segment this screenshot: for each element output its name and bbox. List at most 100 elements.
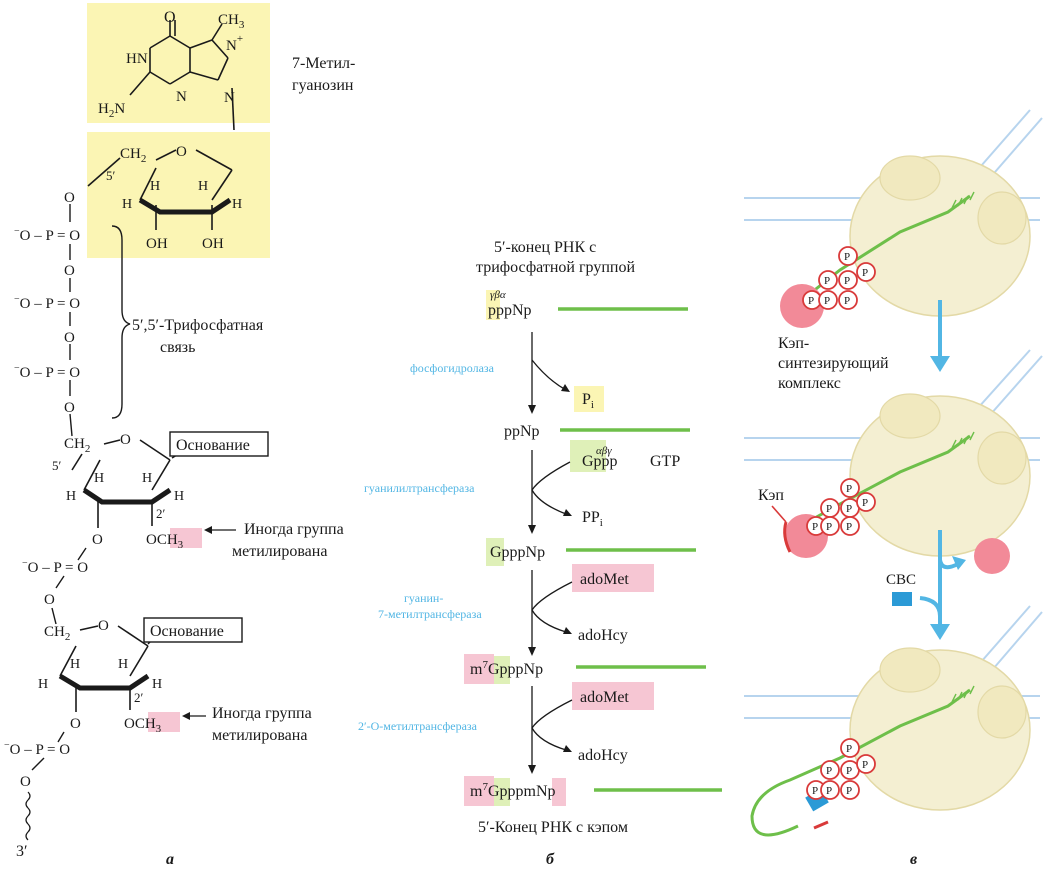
ring-o-3: O [98, 618, 109, 634]
phosphate-circle [820, 780, 840, 800]
g-highlight-5 [494, 778, 510, 806]
branch-arrow-2 [531, 461, 571, 515]
enzyme-4: 2′-O-метилтрансфераза [358, 719, 478, 733]
phosphate-symbol: P [844, 275, 850, 287]
cbc-join-arrow [919, 596, 942, 617]
three-prime-end: 3′ [16, 843, 28, 860]
panel-a-label: а [166, 851, 174, 868]
phosphate-symbol: P [824, 275, 830, 287]
o-3prime-1: O [92, 532, 103, 548]
cbc-label: CBC [886, 572, 916, 588]
ring-o-2: O [120, 432, 131, 448]
phosphate-circle [838, 290, 858, 310]
h-1d: H [232, 197, 242, 212]
phosphate-circle [818, 290, 838, 310]
greek-highlight-1 [486, 290, 500, 320]
phosphate-symbol: P [826, 503, 832, 515]
ribose-3-bold-edge [58, 673, 150, 691]
triphosphate-brace [111, 225, 131, 419]
species-2: ppNp [504, 423, 540, 440]
nascent-rna-3 [750, 688, 971, 837]
triphosphate-chain [69, 204, 73, 437]
chain-continuation [25, 791, 31, 841]
released-complex [974, 538, 1010, 574]
polymerase-lobe-3a [849, 649, 1031, 811]
methyl-note-1b: метилирована [232, 543, 327, 560]
polymerase-lobe-2c [977, 431, 1027, 485]
o-link-top: O [64, 190, 75, 206]
carbonyl-o: O [164, 9, 176, 26]
h-1b: H [150, 179, 160, 194]
product-2: PPi [582, 509, 603, 529]
header-line-2: трифосфатной группой [476, 259, 635, 276]
phosphate-symbol: P [826, 521, 832, 533]
adomet-2: adoMet [580, 689, 629, 706]
base-label-1: Основание [176, 437, 250, 454]
methyl-note-2a: Иногда группа [212, 705, 312, 722]
cap-mark-2 [783, 521, 792, 553]
methylguanosine-label-2: гуанозин [292, 77, 354, 94]
header-line-1: 5′-конец РНК с [494, 239, 596, 256]
complex-label-2: синтезирующий [778, 355, 889, 372]
complex-label-3: комплекс [778, 375, 841, 392]
phosphate-circle [840, 516, 860, 536]
bond-p-o-1 [55, 575, 65, 589]
phosphate-circle [840, 780, 860, 800]
rnap-state-3 [744, 605, 1043, 837]
n9-label: N [224, 90, 235, 106]
methyl-note-2b: метилирована [212, 727, 307, 744]
p-gamma: −O – P = O [14, 363, 80, 381]
phosphate-2: −O – P = O [4, 740, 70, 758]
ribose-2 [71, 439, 186, 528]
rna-fringe-2 [951, 431, 975, 449]
phosphate-circle [820, 516, 840, 536]
greek-labels-2: αβγ [596, 445, 612, 457]
product-1: Pi [582, 391, 594, 411]
phosphate-symbol: P [846, 483, 852, 495]
o-link-2: O [44, 592, 55, 608]
phosphate-symbol: P [812, 785, 818, 797]
phosphate-symbol: P [808, 295, 814, 307]
methylguanosine-label-1: 7-Метил- [292, 55, 355, 72]
och3-1: OCH3 [146, 532, 184, 551]
polymerase-lobe-1c [977, 191, 1027, 245]
n3-label: N [176, 89, 187, 105]
two-prime-2: 2′ [134, 690, 144, 705]
polymerase-lobe-3c [977, 685, 1027, 739]
enzyme-3b: 7-метилтрансфераза [378, 607, 482, 621]
bond-o-p-1 [77, 547, 87, 561]
bond-p-o-2 [31, 757, 45, 771]
gtp-label: GTP [650, 453, 680, 470]
oh-1: OH [146, 236, 168, 252]
complex-release-arrowhead [952, 556, 966, 570]
enzyme-2: гуанилилтрансфераза [364, 481, 475, 495]
cbc-square-free [892, 592, 912, 606]
h-1a: H [122, 197, 132, 212]
branch-arrowhead-2 [563, 509, 572, 516]
rnap-state-1 [744, 109, 1043, 328]
species-1: pppNp [488, 302, 532, 319]
panel-c-label: в [910, 851, 917, 868]
five-prime-1: 5′ [106, 168, 116, 183]
panel-b: 5′-конец РНК с трифосфатной группой γβα … [358, 239, 722, 868]
oh-2: OH [202, 236, 224, 252]
h-3b: H [70, 657, 80, 672]
bond-o-ch2-2 [51, 607, 57, 625]
base-box-2 [143, 617, 243, 643]
o-bridge-2: O [64, 330, 75, 346]
o-bridge-3: O [64, 400, 75, 416]
branch-arrow-4 [531, 699, 573, 751]
phosphate-symbol: P [846, 521, 852, 533]
phosphate-symbol: P [812, 521, 818, 533]
h-2a: H [66, 489, 76, 504]
phosphate-symbol: P [846, 765, 852, 777]
phosphate-circle [856, 262, 876, 282]
rna-fringe-3 [951, 685, 975, 703]
cap-label: Кэп [758, 487, 784, 504]
och3-highlight-2 [148, 712, 180, 732]
methyl-arrowhead-1 [204, 526, 212, 534]
h-3d: H [152, 677, 162, 692]
rnap-state-2 [744, 349, 1043, 558]
